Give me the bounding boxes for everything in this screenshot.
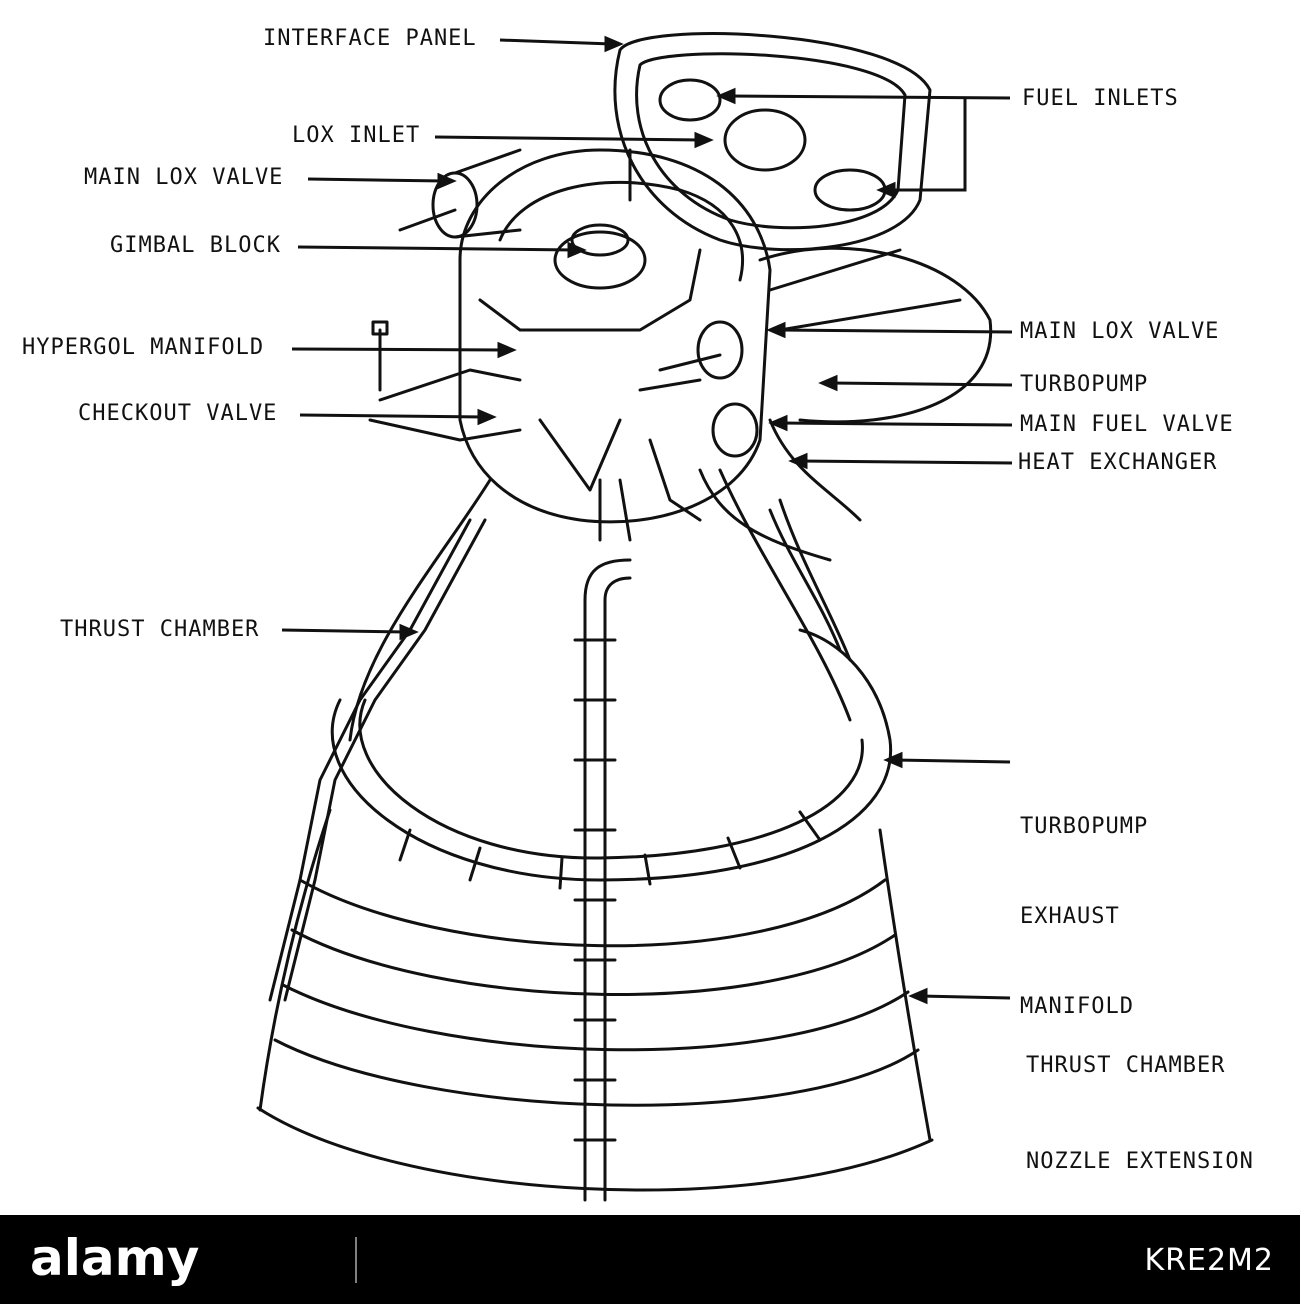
label-hypergol-manifold: HYPERGOL MANIFOLD [22, 335, 265, 360]
main-lox-valve-left-drawing [398, 148, 522, 239]
label-checkout-valve: CHECKOUT VALVE [78, 401, 278, 426]
engine-diagram: INTERFACE PANEL LOX INLET MAIN LOX VALVE… [22, 26, 1253, 1202]
label-lox-inlet: LOX INLET [292, 123, 421, 148]
interface-panel-drawing [613, 32, 932, 252]
center-feed-tube [573, 558, 632, 1202]
struts-drawing [538, 418, 702, 542]
stock-footer: alamy KRE2M2 [0, 1215, 1300, 1304]
image-id: KRE2M2 [1144, 1243, 1274, 1278]
turbopump-drawing [638, 246, 993, 662]
label-turbopump: TURBOPUMP [1020, 372, 1149, 397]
label-main-lox-valve-left: MAIN LOX VALVE [84, 165, 284, 190]
exhaust-manifold-ring [330, 628, 893, 890]
label-heat-exchanger: HEAT EXCHANGER [1018, 450, 1218, 475]
label-gimbal-block: GIMBAL BLOCK [110, 233, 281, 258]
rocket-engine-illustration [256, 32, 1013, 1202]
label-main-fuel-valve: MAIN FUEL VALVE [1020, 412, 1234, 437]
powerhead-drawing [458, 148, 772, 524]
label-interface-panel: INTERFACE PANEL [263, 26, 477, 51]
leader-lines [281, 35, 1013, 1005]
brand-logo: alamy [30, 1229, 200, 1287]
label-nozzle-extension: THRUST CHAMBER NOZZLE EXTENSION [1026, 986, 1254, 1242]
footer-divider [355, 1237, 357, 1283]
left-side-tube [268, 518, 487, 1002]
hypergol-area-drawing [368, 320, 522, 442]
label-turbopump-exhaust-manifold: TURBOPUMP EXHAUST MANIFOLD [1020, 752, 1148, 1082]
nozzle-extension-drawing [256, 808, 934, 1192]
label-line: TURBOPUMP [1020, 814, 1149, 839]
label-line: THRUST CHAMBER [1026, 1053, 1226, 1078]
label-main-lox-valve-right: MAIN LOX VALVE [1020, 319, 1220, 344]
label-line: EXHAUST [1020, 904, 1120, 929]
label-thrust-chamber: THRUST CHAMBER [60, 617, 260, 642]
label-fuel-inlets: FUEL INLETS [1022, 86, 1179, 111]
label-line: MANIFOLD [1020, 994, 1134, 1019]
label-line: NOZZLE EXTENSION [1026, 1149, 1254, 1174]
